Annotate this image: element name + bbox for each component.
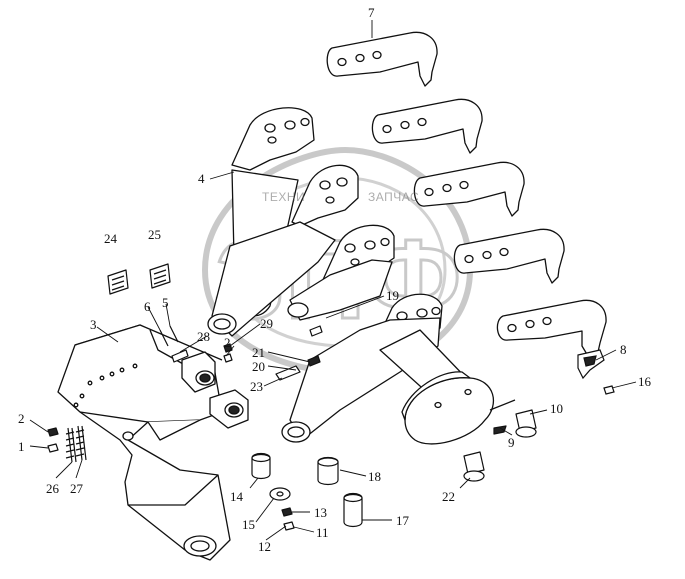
- callout-3: 3: [90, 317, 97, 332]
- callout-24: 24: [104, 231, 117, 246]
- callout-29: 29: [260, 316, 273, 331]
- callout-6: 6: [144, 299, 151, 314]
- callout-11: 11: [316, 525, 329, 540]
- callout-9: 9: [508, 435, 515, 450]
- frame-3: [58, 325, 248, 560]
- callout-17: 17: [396, 513, 409, 528]
- callout-13: 13: [314, 505, 327, 520]
- callout-2: 2: [18, 411, 25, 426]
- callout-15: 15: [242, 517, 255, 532]
- callout-5: 5: [162, 295, 169, 310]
- callout-8: 8: [620, 342, 627, 357]
- callout-28: 28: [197, 329, 210, 344]
- callout-1: 1: [18, 439, 25, 454]
- callout-20: 20: [252, 359, 265, 374]
- callout-26: 26: [46, 481, 59, 496]
- callout-27: 27: [70, 481, 83, 496]
- beams: [208, 222, 515, 444]
- callout-4: 4: [198, 171, 205, 186]
- callout-14: 14: [230, 489, 243, 504]
- callout-18: 18: [368, 469, 381, 484]
- callout-16: 16: [638, 374, 651, 389]
- leader-lines: [30, 20, 636, 540]
- callout-21: 21: [252, 345, 265, 360]
- callout-12: 12: [258, 539, 271, 554]
- callout-2-upper: 2: [224, 335, 231, 350]
- watermark-text-right: ЗАПЧАС: [368, 190, 420, 204]
- callout-23: 23: [250, 379, 263, 394]
- arm-4: [454, 229, 564, 283]
- shank-arms: [327, 32, 606, 356]
- arm-7: [327, 32, 437, 86]
- callout-19: 19: [386, 288, 399, 303]
- callout-22: 22: [442, 489, 455, 504]
- arm-2: [372, 99, 482, 153]
- callout-10: 10: [550, 401, 563, 416]
- callout-7: 7: [368, 5, 375, 20]
- watermark-text-left: ТЕХНИ: [262, 190, 306, 204]
- callout-25: 25: [148, 227, 161, 242]
- tip-8: [578, 350, 614, 394]
- small-parts: [48, 264, 536, 530]
- arm-3: [414, 162, 524, 216]
